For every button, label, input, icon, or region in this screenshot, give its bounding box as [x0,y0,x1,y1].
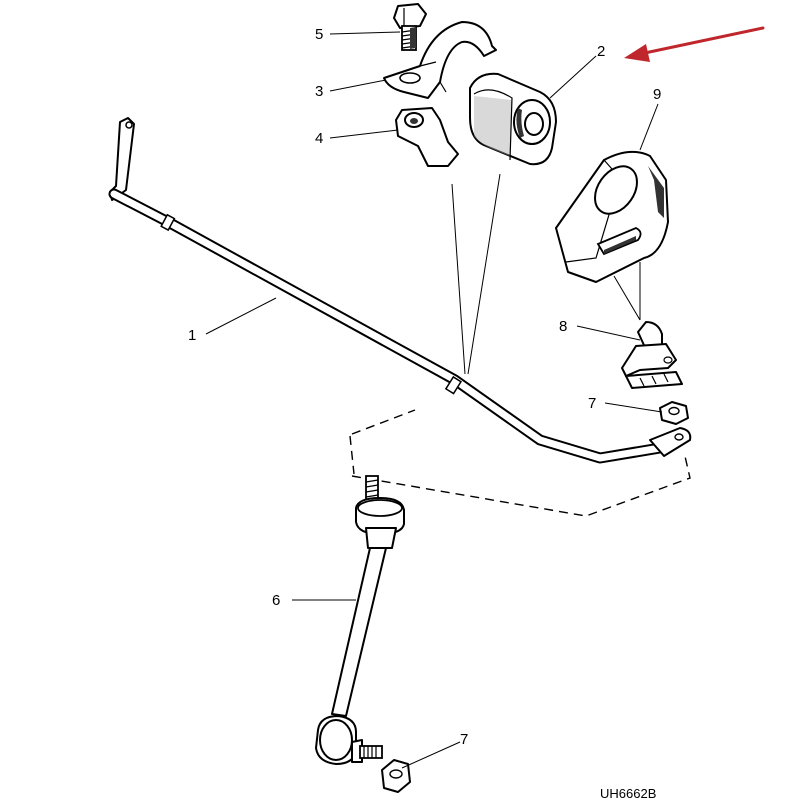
nut-lower [381,759,411,793]
callout-5: 5 [315,26,323,43]
callout-3: 3 [315,83,323,100]
bar-sleeve-left [160,213,176,232]
protective-cover [555,150,669,283]
callout-9: 9 [653,86,661,103]
callout-1: 1 [188,327,196,344]
mounting-plate [395,107,459,167]
drop-link [315,475,405,765]
clamp-bracket [383,21,497,99]
retaining-clip [621,321,683,389]
bolt [393,3,427,51]
anti-roll-bar [108,117,692,464]
callout-6: 6 [272,592,280,609]
nut-upper [659,401,689,425]
callout-2: 2 [597,43,605,60]
bush [469,72,557,166]
callout-8: 8 [559,318,567,335]
leader-lines [205,31,663,769]
bar-left-eye [125,121,133,129]
callout-7-upper: 7 [588,395,596,412]
attachment-dashed-outline [349,409,691,517]
callout-labels: 5 3 4 2 9 8 7 1 6 7 [188,26,661,748]
bar-left-end-arm [109,117,135,201]
callout-7-lower: 7 [460,731,468,748]
bar-sleeve-center [444,375,462,395]
callout-4: 4 [315,130,323,147]
reference-code: UH6662B [600,786,656,800]
red-pointer-arrow-icon [624,26,765,62]
